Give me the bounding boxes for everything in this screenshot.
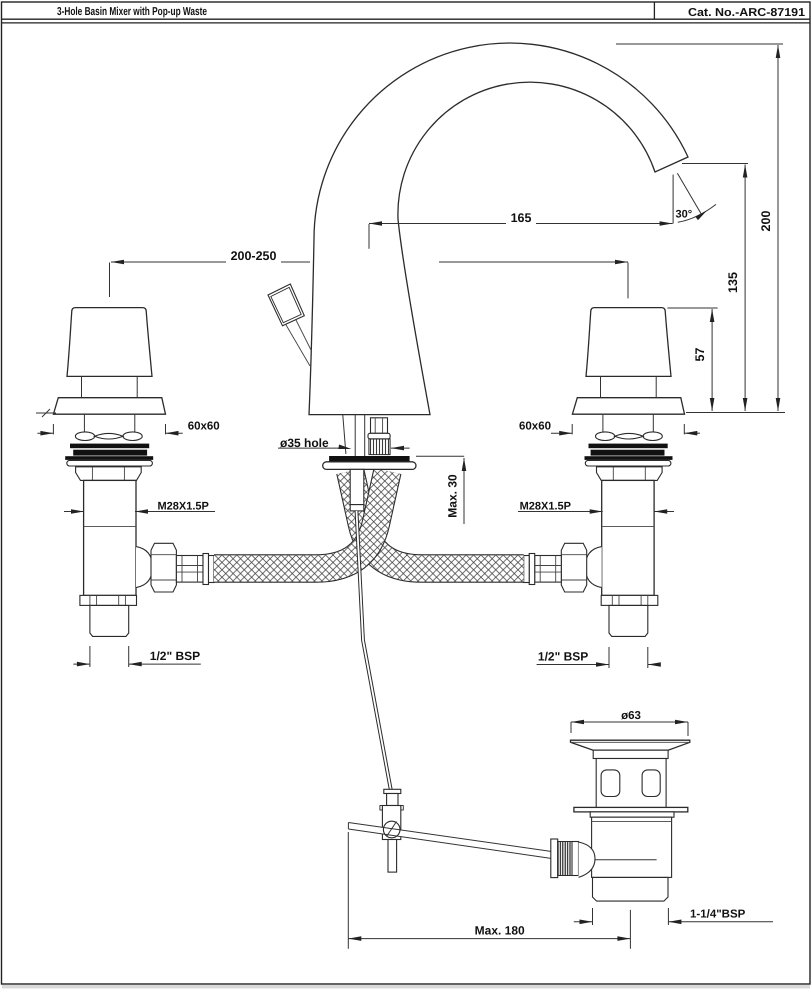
svg-text:60x60: 60x60 xyxy=(519,421,551,433)
svg-text:57: 57 xyxy=(693,348,707,362)
svg-text:M28X1.5P: M28X1.5P xyxy=(158,501,209,513)
svg-text:ø35 hole: ø35 hole xyxy=(280,436,329,450)
svg-text:30°: 30° xyxy=(676,209,693,221)
svg-text:135: 135 xyxy=(726,272,740,293)
svg-text:200: 200 xyxy=(759,211,773,232)
svg-text:165: 165 xyxy=(511,211,532,225)
svg-text:60x60: 60x60 xyxy=(188,421,220,433)
svg-text:1-1/4"BSP: 1-1/4"BSP xyxy=(690,909,746,921)
svg-text:Max. 30: Max. 30 xyxy=(446,474,460,518)
svg-text:1/2" BSP: 1/2" BSP xyxy=(150,649,200,663)
svg-text:1/2" BSP: 1/2" BSP xyxy=(538,650,588,664)
svg-text:Cat. No.-ARC-87191: Cat. No.-ARC-87191 xyxy=(688,7,806,19)
svg-text:200-250: 200-250 xyxy=(231,249,277,263)
svg-text:ø63: ø63 xyxy=(621,710,641,722)
svg-text:Max. 180: Max. 180 xyxy=(475,924,525,938)
svg-text:M28X1.5P: M28X1.5P xyxy=(520,501,571,513)
svg-text:3-Hole Basin Mixer with Pop-up: 3-Hole Basin Mixer with Pop-up Waste xyxy=(57,6,207,18)
